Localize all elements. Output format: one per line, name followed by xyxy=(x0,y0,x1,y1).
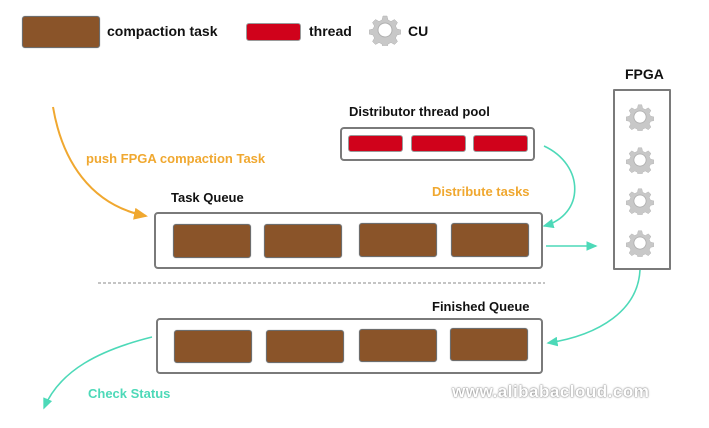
legend-task-label: compaction task xyxy=(107,23,218,39)
compaction-task xyxy=(174,330,252,363)
distributor-title: Distributor thread pool xyxy=(349,104,490,119)
finished-queue xyxy=(156,318,543,374)
watermark: www.alibabacloud.com xyxy=(452,382,650,401)
compaction-task xyxy=(266,330,344,363)
legend-thread-swatch xyxy=(246,23,301,41)
fpga-to-finished-arrow xyxy=(546,269,641,347)
fpga-title: FPGA xyxy=(625,66,664,82)
distributor-thread-pool xyxy=(340,127,535,161)
task-queue xyxy=(154,212,543,269)
thread xyxy=(473,135,528,152)
cu-gear-icon xyxy=(626,230,654,257)
distribute-arrow xyxy=(542,145,576,229)
thread xyxy=(348,135,403,152)
check-status-arrow xyxy=(43,336,153,410)
finished-queue-title: Finished Queue xyxy=(432,299,530,314)
cu-gear-icon xyxy=(626,147,654,174)
push-task-label: push FPGA compaction Task xyxy=(86,151,266,166)
compaction-task xyxy=(450,328,528,361)
cu-gear-icon xyxy=(626,188,654,215)
cu-gear-icon xyxy=(369,15,401,46)
cu-gear-icon xyxy=(626,104,654,131)
push-task-arrow xyxy=(52,106,148,220)
legend-thread-label: thread xyxy=(309,23,352,39)
legend-cu-label: CU xyxy=(408,23,429,39)
compaction-task xyxy=(173,224,251,258)
check-status-label: Check Status xyxy=(88,386,171,401)
compaction-task xyxy=(264,224,342,258)
thread xyxy=(411,135,466,152)
compaction-task xyxy=(359,329,437,362)
legend-task-swatch xyxy=(22,16,100,48)
compaction-task xyxy=(359,223,437,257)
task-queue-title: Task Queue xyxy=(171,190,244,205)
distribute-tasks-label: Distribute tasks xyxy=(432,184,530,199)
compaction-task xyxy=(451,223,529,257)
